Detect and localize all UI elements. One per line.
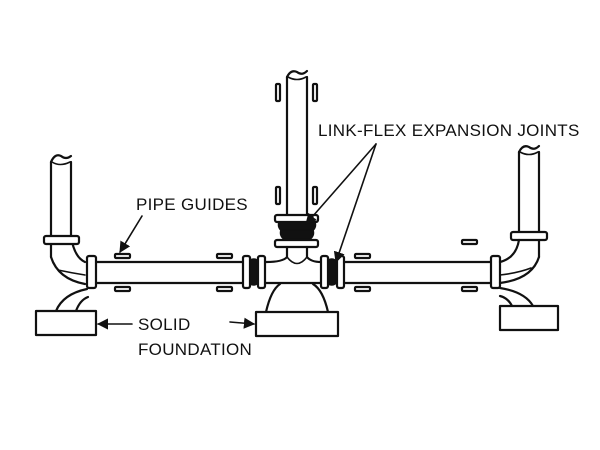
leader-joint-vertical	[305, 143, 377, 225]
right-elbow-support	[498, 286, 535, 308]
pipe-guide-left-2	[215, 252, 234, 293]
left-foundation-block	[34, 309, 98, 337]
expansion-joint-right	[319, 254, 346, 290]
pipe-guide-vertical-1	[274, 82, 319, 103]
label-pipe-guides: PIPE GUIDES	[136, 195, 248, 214]
center-tee	[264, 245, 323, 285]
center-foundation-block	[254, 310, 340, 338]
pipe-guide-right-1	[353, 252, 372, 293]
pipe-guide-left-1	[113, 252, 132, 293]
leader-foundation-center	[229, 317, 256, 329]
center-tee-support	[264, 282, 330, 314]
expansion-joint-left	[241, 254, 267, 290]
pipe-guide-right-2	[460, 238, 479, 293]
pipe-guide-vertical-2	[274, 185, 319, 206]
center-vertical-pipe	[285, 69, 309, 217]
right-outlet-flange	[489, 254, 502, 290]
label-solid: SOLID	[138, 315, 191, 334]
right-riser-flange	[509, 230, 549, 242]
left-horizontal-pipe	[94, 260, 245, 285]
expansion-joint-vertical	[273, 213, 320, 249]
right-elbow	[498, 238, 541, 285]
left-outlet-flange	[85, 254, 98, 290]
leader-joint-right	[333, 143, 377, 264]
leader-pipe-guides	[119, 215, 143, 253]
label-foundation: FOUNDATION	[138, 340, 252, 359]
label-expansion-joints: LINK-FLEX EXPANSION JOINTS	[318, 121, 580, 140]
left-riser-flange	[42, 234, 81, 246]
left-elbow-support	[54, 287, 90, 313]
right-horizontal-pipe	[342, 260, 493, 285]
right-foundation-block	[498, 304, 560, 332]
